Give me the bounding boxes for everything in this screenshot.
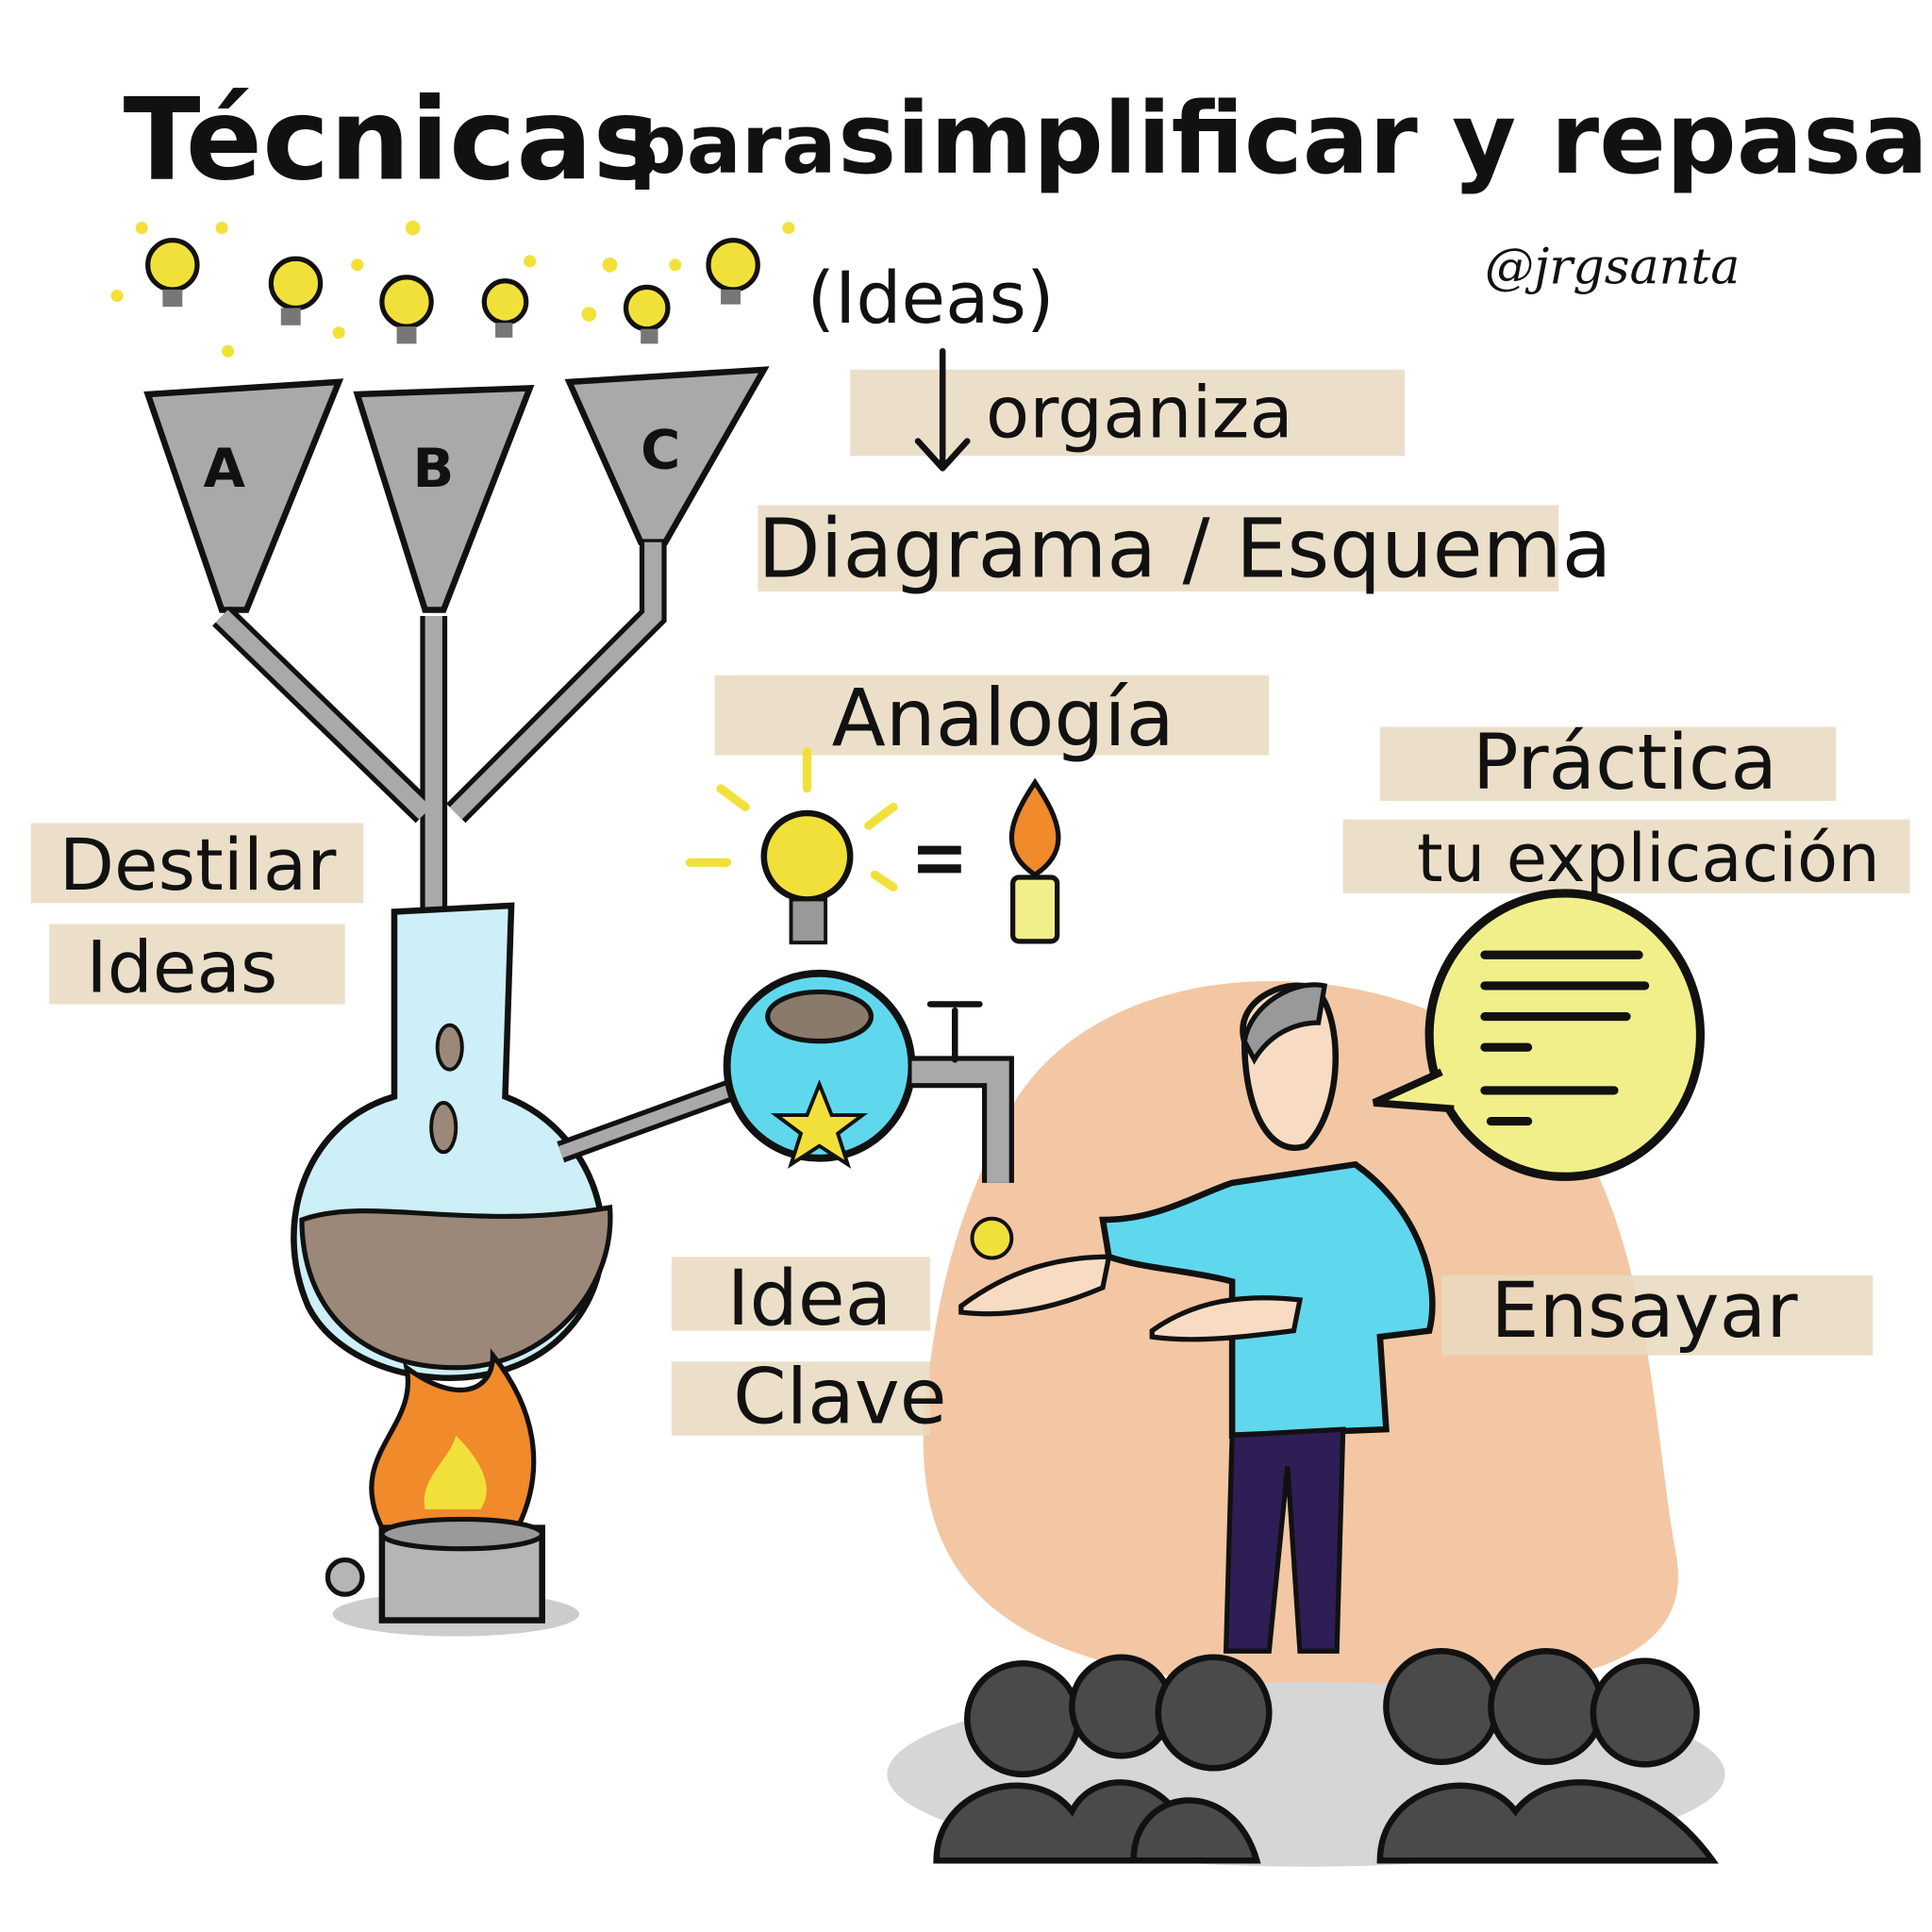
lightbulb-icon xyxy=(379,275,434,344)
funnel-a xyxy=(143,378,344,613)
key-idea-label-1: Idea xyxy=(727,1255,892,1343)
practice-band-1 xyxy=(1379,726,1837,801)
analogy-band xyxy=(714,675,1270,756)
funnel-c-label: C xyxy=(641,418,680,481)
lightbulb-icon xyxy=(268,256,324,325)
distill-band-1 xyxy=(30,823,364,904)
rehearse-label: Ensayar xyxy=(1491,1267,1798,1356)
funnels: A B C xyxy=(143,366,770,974)
funnel-b xyxy=(353,384,535,613)
burner xyxy=(325,1516,579,1637)
lightbulb-icon xyxy=(706,238,760,305)
distill-label-2: Ideas xyxy=(86,925,277,1008)
practice-label-1: Práctica xyxy=(1473,719,1777,808)
lightbulb-icon xyxy=(145,238,200,308)
signature: @jrgsanta xyxy=(1485,239,1740,295)
key-idea-coin xyxy=(970,1216,1014,1260)
equals-icon xyxy=(918,845,961,874)
title-word-para: para xyxy=(628,98,837,192)
distill-band-2 xyxy=(49,924,345,1005)
practice-band-2 xyxy=(1342,819,1910,893)
key-idea-label-2: Clave xyxy=(733,1354,946,1442)
key-idea-band-1 xyxy=(671,1257,931,1331)
idea-bulbs xyxy=(110,220,795,358)
distill-label-1: Destilar xyxy=(59,824,338,907)
lightbulb-icon xyxy=(481,278,529,338)
diagram-band xyxy=(758,505,1559,591)
analogy-graphic xyxy=(685,747,1061,945)
ideas-label: (Ideas) xyxy=(808,257,1055,340)
title-rest: simplificar y repasar xyxy=(838,81,1932,196)
lightbulb-icon xyxy=(623,284,671,344)
star-icon xyxy=(770,1079,869,1169)
practice-label-2: tu explicación xyxy=(1417,820,1880,897)
speech-bubble xyxy=(1372,889,1706,1181)
funnel-b-label: B xyxy=(413,437,455,500)
funnel-a-label: A xyxy=(204,437,246,500)
audience xyxy=(887,1647,1725,1867)
key-idea-band-2 xyxy=(671,1361,931,1436)
lightbulb-icon xyxy=(760,809,854,945)
title-word-tecnicas: Técnicas xyxy=(124,74,660,206)
presenter xyxy=(958,982,1436,1654)
faucet-icon xyxy=(911,1060,1009,1183)
funnel-c xyxy=(564,366,770,545)
analogy-label: Analogía xyxy=(832,672,1174,764)
rehearse-band xyxy=(1441,1274,1874,1356)
candle-icon xyxy=(1008,777,1061,944)
title: Técnicas para simplificar y repasar xyxy=(124,74,1932,206)
organize-label: organiza xyxy=(986,372,1293,455)
arrow-down-icon xyxy=(914,347,971,472)
key-idea-device xyxy=(723,969,1014,1183)
diagram-label: Diagrama / Esquema xyxy=(758,502,1611,596)
fire-icon xyxy=(369,1348,537,1531)
